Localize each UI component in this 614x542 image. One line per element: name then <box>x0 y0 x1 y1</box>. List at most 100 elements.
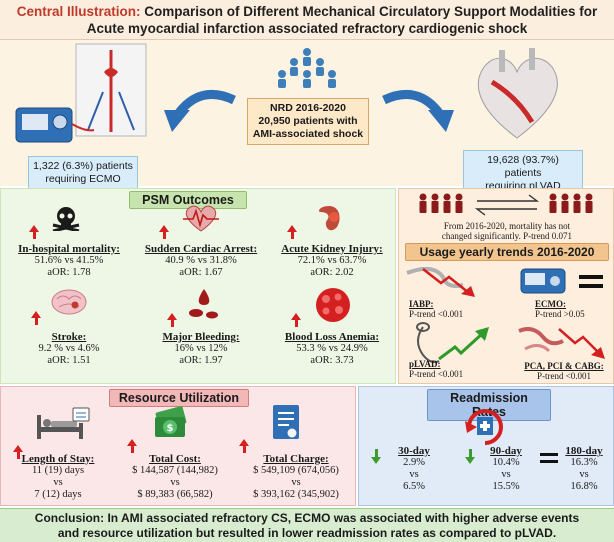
iabp-trend: IABP: P-trend <0.001 <box>409 299 499 319</box>
ecmo-trend-icon <box>520 268 603 294</box>
outcome-values: 51.6% vs 41.5% <box>34 255 104 266</box>
los-plvad: 7 (12) days <box>34 489 82 500</box>
readmission-plvad: 16.8% <box>570 481 598 492</box>
outcome-acute-kidney-injury: Acute Kidney Injury: 72.1% vs 63.7% aOR:… <box>269 243 395 279</box>
revascularization-ptrend: P-trend <0.001 <box>536 371 592 381</box>
los-ecmo: 11 (19) days <box>31 465 85 476</box>
readmission-90-day: 90-day 10.4% vs 15.5% <box>477 445 535 493</box>
usage-trends-section: From 2016-2020, mortality has not change… <box>398 188 614 384</box>
arrow-to-plvad-icon <box>382 89 454 132</box>
cost-vs: vs <box>170 477 180 488</box>
outcome-values: 9.2 % vs 4.6% <box>38 343 100 354</box>
total-charge: Total Charge: $ 549,109 (674,056) vs $ 3… <box>235 453 357 501</box>
total-cost: Total Cost: $ 144,587 (144,982) vs $ 89,… <box>113 453 237 501</box>
plvad-trend-icon <box>416 322 489 364</box>
mortality-note-line-2: changed significantly. P-trend 0.071 <box>441 231 573 241</box>
outcome-in-hospital-mortality: In-hospital mortality: 51.6% vs 41.5% aO… <box>5 243 133 279</box>
ecmo-trend: ECMO: P-trend >0.05 <box>535 299 611 319</box>
outcome-aor: aOR: 2.02 <box>310 267 354 278</box>
kidney-icon <box>319 206 340 231</box>
ecmo-ptrend: P-trend >0.05 <box>535 309 585 319</box>
usage-title: Usage yearly trends 2016-2020 <box>405 243 609 261</box>
invoice-icon <box>273 405 299 439</box>
arrow-to-ecmo-icon <box>164 89 236 132</box>
outcome-label: Acute Kidney Injury: <box>281 243 383 255</box>
nrd-summary-box: NRD 2016-2020 20,950 patients with AMI-a… <box>247 98 369 145</box>
iabp-label: IABP: <box>409 299 434 309</box>
outcome-values: 40.9 % vs 31.8% <box>165 255 237 266</box>
ecmo-count: 1,322 (6.3%) patients <box>33 160 133 172</box>
plvad-trend-label: pLVAD: <box>409 359 441 369</box>
readmission-30-day: 30-day 2.9% vs 6.5% <box>385 445 443 493</box>
brain-icon <box>51 289 87 315</box>
readmission-vs: vs <box>501 469 511 480</box>
plvad-ptrend: P-trend <0.001 <box>409 369 464 379</box>
outcome-values: 72.1% vs 63.7% <box>297 255 367 266</box>
mortality-note-line-1: From 2016-2020, mortality has not <box>443 221 571 231</box>
ecmo-illustration <box>15 43 147 143</box>
red-blood-cells-icon <box>316 288 350 322</box>
readmission-vs: vs <box>579 469 589 480</box>
los-label: Length of Stay: <box>21 453 95 465</box>
readmission-plvad: 6.5% <box>403 481 425 492</box>
ecmo-trend-label: ECMO: <box>535 299 566 309</box>
readmission-period: 30-day <box>398 445 430 457</box>
readmission-ecmo: 16.3% <box>570 457 598 468</box>
iabp-trend-icon <box>406 266 475 297</box>
equal-sign-icon <box>540 453 558 463</box>
resource-title: Resource Utilization <box>109 389 249 407</box>
outcome-label: Sudden Cardiac Arrest: <box>144 243 258 255</box>
revascularization-label: PCA, PCI & CABG: <box>524 361 604 371</box>
heart-icon <box>477 57 558 139</box>
ecmo-label: requiring ECMO <box>45 173 121 185</box>
outcome-values: 53.3 % vs 24.9% <box>296 343 368 354</box>
outcome-aor: aOR: 1.67 <box>179 267 223 278</box>
outcome-major-bleeding: Major Bleeding: 16% vs 12% aOR: 1.97 <box>135 331 267 367</box>
outcome-aor: aOR: 1.51 <box>47 355 91 366</box>
mortality-trend-note: From 2016-2020, mortality has not change… <box>403 221 611 241</box>
title-label: Central Illustration: <box>16 4 141 19</box>
heart-ecg-icon <box>183 205 219 232</box>
overview-section: NRD 2016-2020 20,950 patients with AMI-a… <box>0 40 614 197</box>
revascularization-trend: PCA, PCI & CABG: P-trend <0.001 <box>517 361 611 381</box>
readmission-ecmo: 2.9% <box>403 457 425 468</box>
nrd-line-3: AMI-associated shock <box>252 128 364 140</box>
blood-drops-icon <box>189 289 218 319</box>
outcome-label: Major Bleeding: <box>162 331 240 343</box>
figure-header: Central Illustration: Comparison of Diff… <box>0 0 614 40</box>
nrd-line-2: 20,950 patients with <box>258 115 358 127</box>
charge-vs: vs <box>291 477 301 488</box>
readmission-180-day: 180-day 16.3% vs 16.8% <box>555 445 613 493</box>
cost-ecmo: $ 144,587 (144,982) <box>132 465 218 476</box>
outcome-sudden-cardiac-arrest: Sudden Cardiac Arrest: 40.9 % vs 31.8% a… <box>135 243 267 279</box>
patient-crowd-icon <box>278 48 336 88</box>
readmission-vs: vs <box>409 469 419 480</box>
readmission-period: 180-day <box>565 445 603 457</box>
charge-ecmo: $ 549,109 (674,056) <box>253 465 339 476</box>
nrd-line-1: NRD 2016-2020 <box>270 102 346 114</box>
outcome-aor: aOR: 1.78 <box>47 267 91 278</box>
revascularization-trend-icon <box>518 327 605 359</box>
hospital-readmission-icon <box>465 409 503 445</box>
conclusion-line-2: and resource utilization but resulted in… <box>57 526 557 540</box>
title-line-2: Acute myocardial infarction associated r… <box>86 21 528 36</box>
outcome-aor: aOR: 3.73 <box>310 355 354 366</box>
los-vs: vs <box>53 477 63 488</box>
hospital-bed-icon <box>37 407 90 439</box>
outcome-aor: aOR: 1.97 <box>179 355 223 366</box>
money-bill-icon: $ <box>155 406 187 437</box>
title-line-1: Comparison of Different Mechanical Circu… <box>144 4 598 19</box>
iabp-ptrend: P-trend <0.001 <box>409 309 464 319</box>
charge-label: Total Charge: <box>263 453 329 465</box>
length-of-stay: Length of Stay: 11 (19) days vs 7 (12) d… <box>3 453 113 501</box>
cost-plvad: $ 89,383 (66,582) <box>137 489 213 500</box>
outcome-stroke: Stroke: 9.2 % vs 4.6% aOR: 1.51 <box>5 331 133 367</box>
mortality-trend-people-icon <box>419 193 593 216</box>
charge-plvad: $ 393,162 (345,902) <box>253 489 339 500</box>
readmission-title: Readmission Rates <box>427 389 551 421</box>
outcome-values: 16% vs 12% <box>174 343 228 354</box>
outcome-blood-loss-anemia: Blood Loss Anemia: 53.3 % vs 24.9% aOR: … <box>269 331 395 367</box>
outcome-label: In-hospital mortality: <box>18 243 120 255</box>
ecmo-count-box: 1,322 (6.3%) patients requiring ECMO <box>28 156 138 190</box>
outcome-label: Stroke: <box>51 331 87 343</box>
